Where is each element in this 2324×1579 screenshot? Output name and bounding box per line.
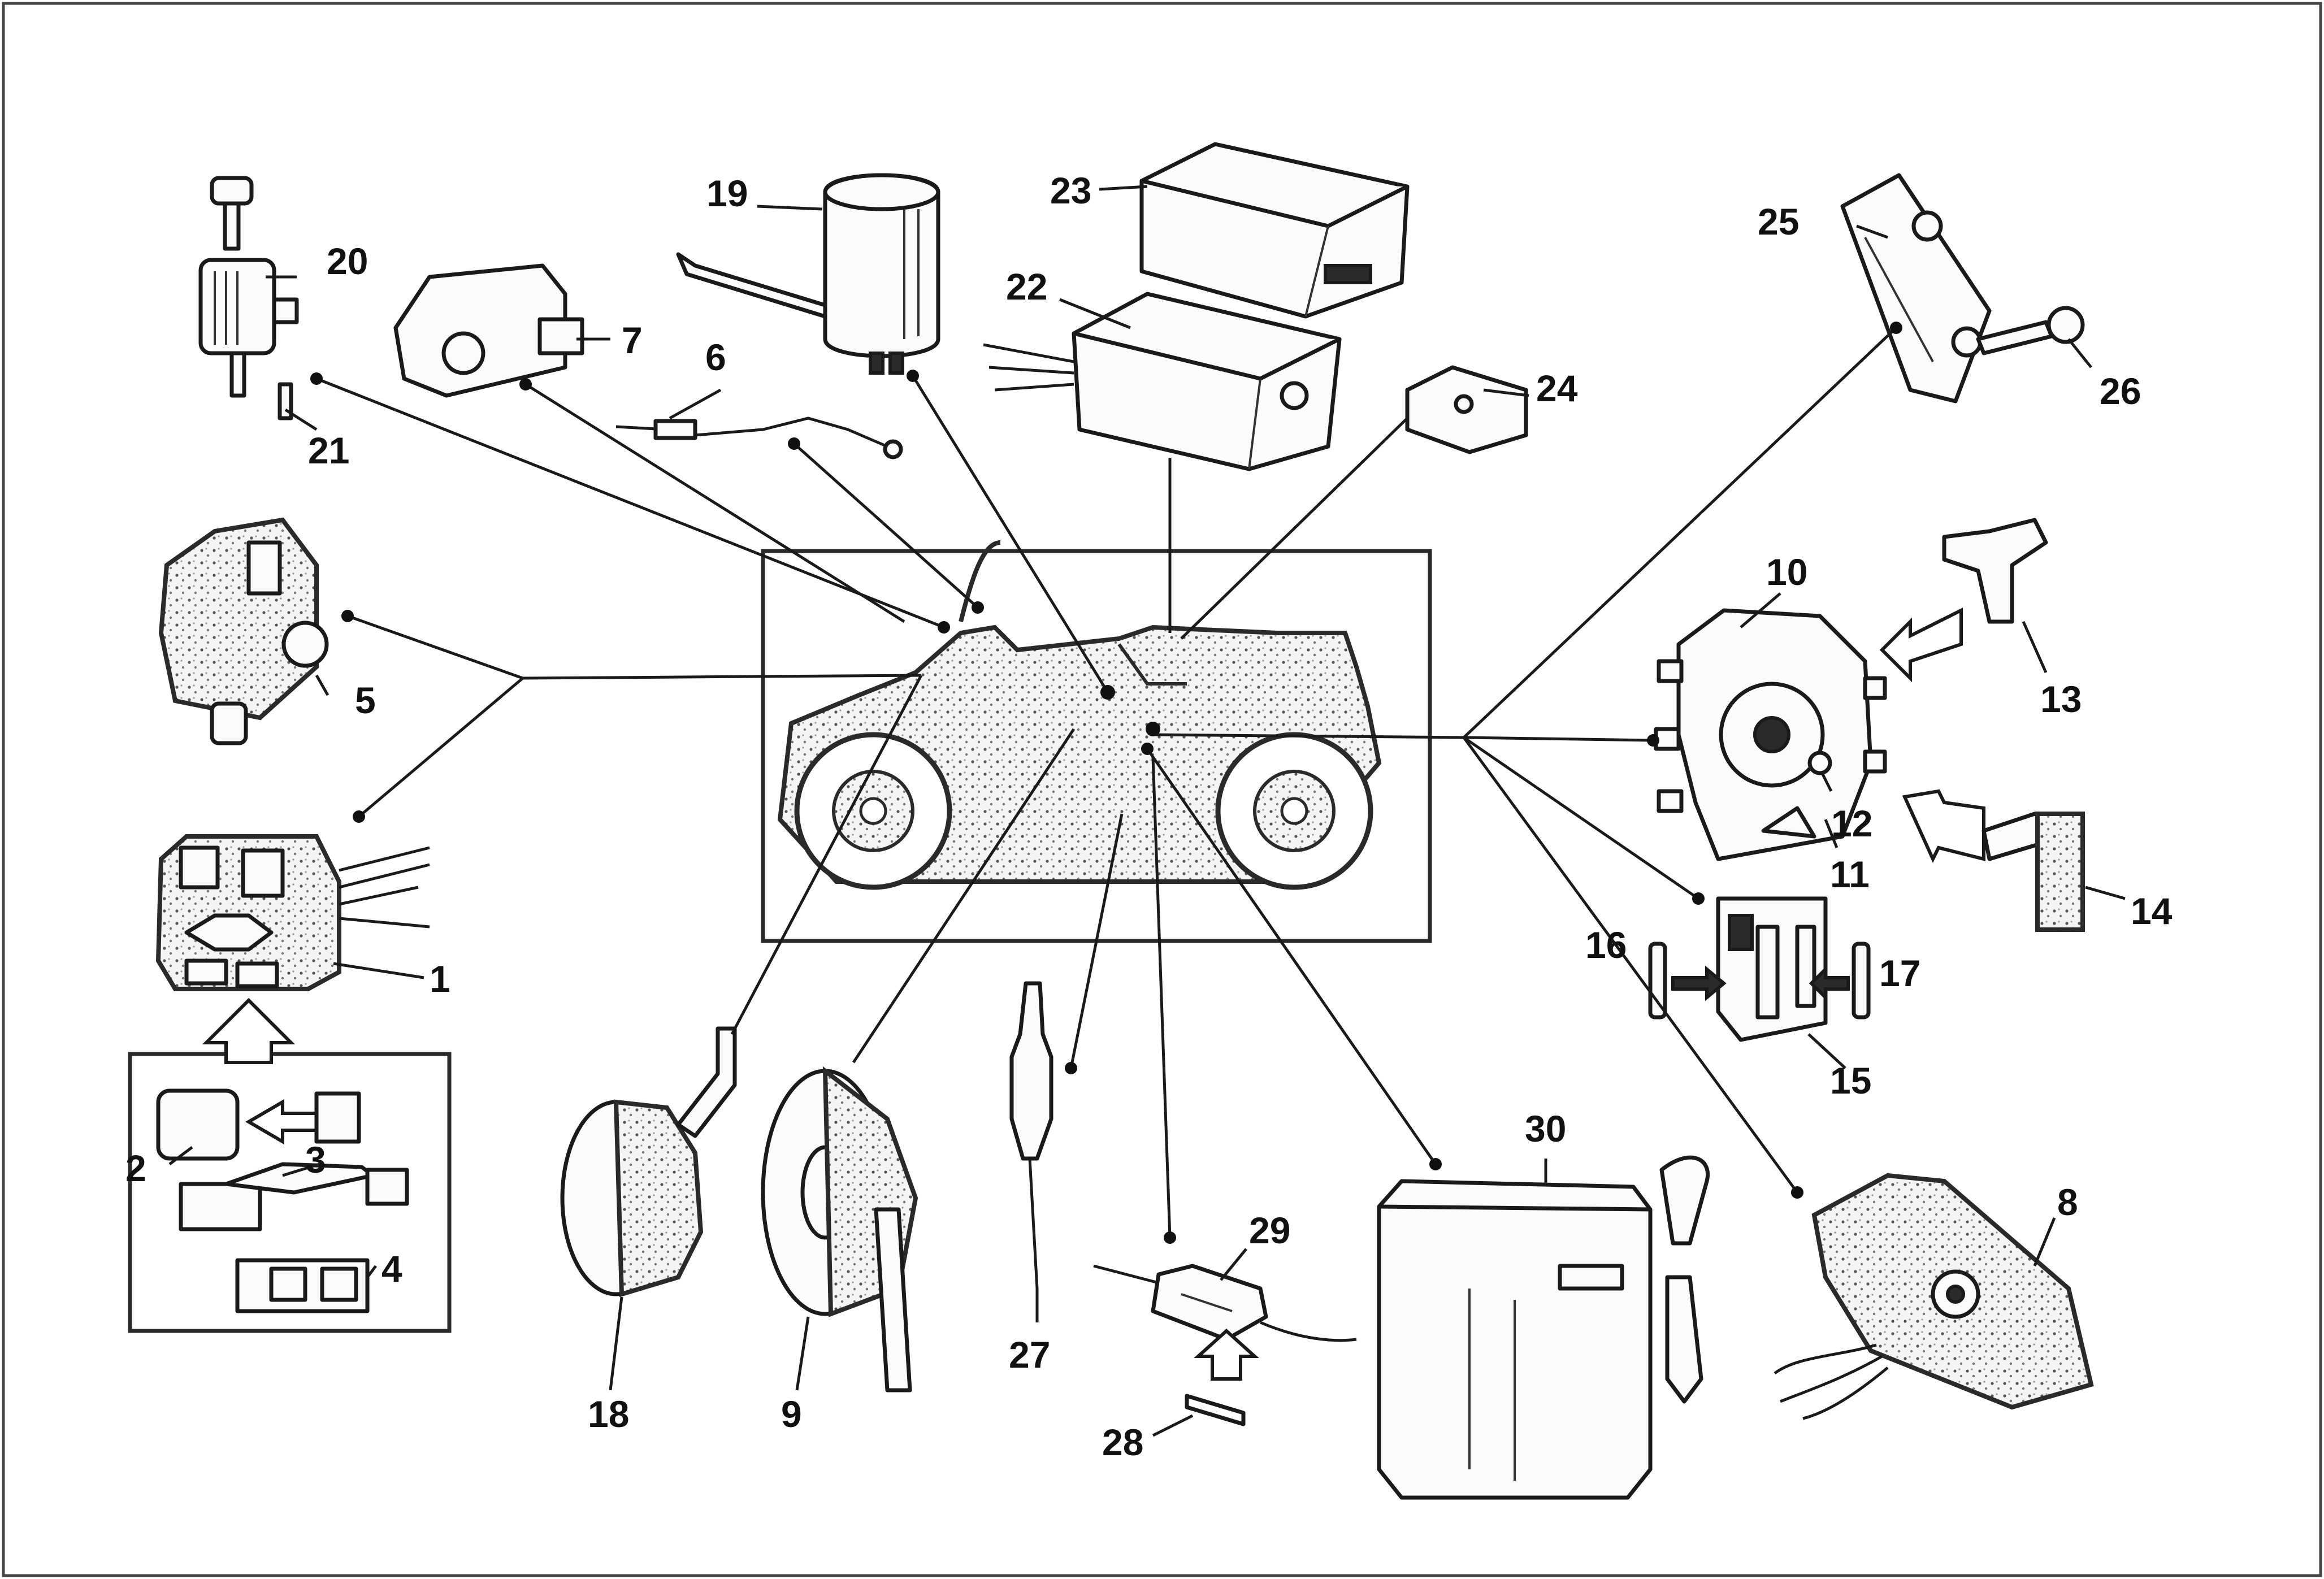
callout-3: 3: [305, 1139, 326, 1181]
callout-27: 27: [1009, 1334, 1050, 1376]
rectifier-part: [1774, 1173, 2094, 1420]
callout-4: 4: [381, 1248, 402, 1290]
horn-part: [761, 1066, 918, 1393]
motorcycle-silhouette: [761, 540, 1432, 943]
callout-14: 14: [2131, 890, 2173, 932]
ignition-switch-part: [198, 176, 299, 420]
headlight-part: [560, 1026, 737, 1298]
callout-11: 11: [1830, 853, 1870, 895]
spark-plug-lead-part: [1009, 981, 1053, 1289]
callout-29: 29: [1249, 1209, 1290, 1251]
callout-15: 15: [1830, 1060, 1871, 1101]
callout-16: 16: [1585, 924, 1627, 966]
callout-20: 20: [327, 240, 368, 282]
switch-inset-box: [128, 997, 452, 1333]
battery-part: [1377, 1155, 1710, 1500]
callout-12: 12: [1831, 802, 1872, 844]
leader-lines: [316, 327, 1897, 1238]
callout-23: 23: [1050, 170, 1091, 211]
callout-26: 26: [2100, 370, 2141, 412]
callout-6: 6: [705, 336, 726, 378]
coil-boxes-part: [983, 142, 1410, 471]
callout-5: 5: [355, 679, 376, 721]
key-parts: [1879, 518, 2085, 932]
condenser-part: [676, 173, 940, 375]
inline-fuse-holder-part: [1093, 1264, 1357, 1426]
relay-part: [1405, 365, 1528, 454]
resistor-plate-part: [1840, 173, 2085, 404]
fuse-box-part: [1648, 896, 1871, 1042]
ignition-lock-body-part: [1654, 608, 1887, 861]
left-switch-cluster-part: [155, 834, 430, 991]
callout-7: 7: [622, 319, 643, 361]
handlebar-switch-part: [158, 517, 329, 745]
callout-8: 8: [2057, 1181, 2078, 1223]
sensor-part: [615, 417, 903, 459]
callout-28: 28: [1102, 1421, 1143, 1463]
callout-13: 13: [2040, 678, 2082, 720]
callout-1: 1: [430, 958, 450, 1000]
label-pointers: [168, 185, 2126, 1437]
callout-24: 24: [1536, 367, 1578, 409]
regulator-part: [393, 263, 584, 398]
callout-22: 22: [1006, 266, 1047, 307]
callout-30: 30: [1525, 1108, 1566, 1149]
callout-9: 9: [781, 1393, 802, 1435]
callout-21: 21: [308, 430, 349, 471]
callout-2: 2: [125, 1147, 146, 1189]
leader-dots: [310, 322, 1902, 1244]
callout-labels: 1 2 3 4 5 6 7 8 9 10 11 12 13 14 15 16 1…: [125, 170, 2173, 1463]
callout-18: 18: [588, 1393, 629, 1435]
callout-17: 17: [1879, 952, 1920, 994]
callout-25: 25: [1758, 201, 1799, 242]
callout-10: 10: [1766, 551, 1807, 593]
callout-19: 19: [706, 172, 748, 214]
